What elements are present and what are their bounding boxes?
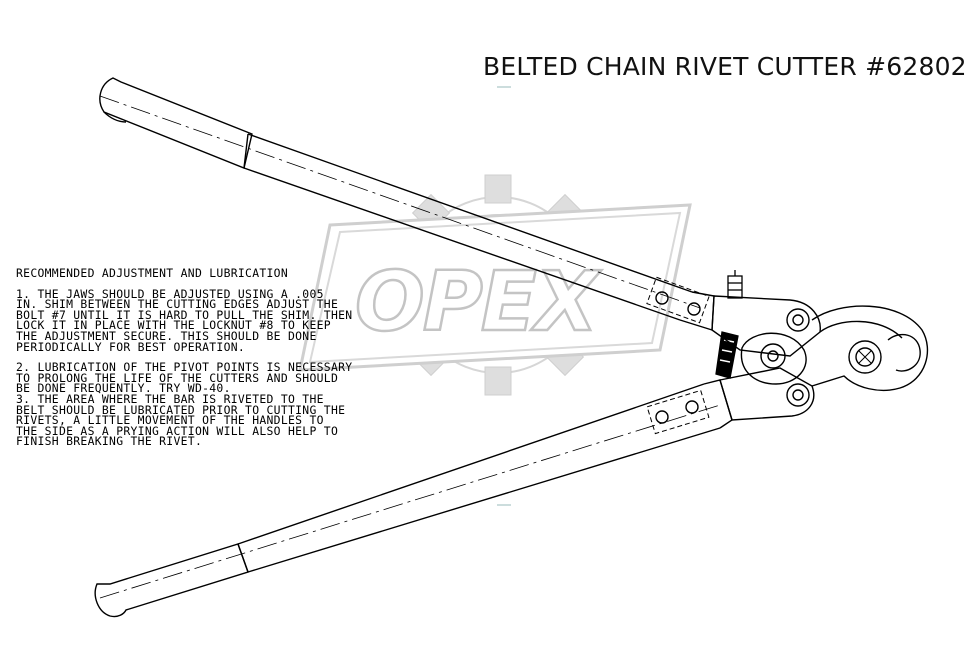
cutter-head (711, 295, 929, 421)
drawing-title: BELTED CHAIN RIVET CUTTER #62802 (483, 52, 967, 81)
note-item-1: 1. THE JAWS SHOULD BE ADJUSTED USING A .… (16, 286, 353, 354)
adjustment-notes: RECOMMENDED ADJUSTMENT AND LUBRICATION 1… (16, 268, 396, 457)
note-item-2: 2. LUBRICATION OF THE PIVOT POINTS IS NE… (16, 360, 353, 396)
opex-badge (298, 203, 692, 372)
note-item-3: 3. THE AREA WHERE THE BAR IS RIVETED TO … (16, 391, 346, 449)
notes-heading: RECOMMENDED ADJUSTMENT AND LUBRICATION (16, 266, 288, 280)
upper-handle (99, 77, 715, 331)
opex-watermark-logo: OPEX (298, 174, 692, 396)
lower-handle (94, 379, 733, 618)
opex-wordmark: OPEX (355, 255, 602, 350)
adjustment-bolt (715, 270, 743, 379)
